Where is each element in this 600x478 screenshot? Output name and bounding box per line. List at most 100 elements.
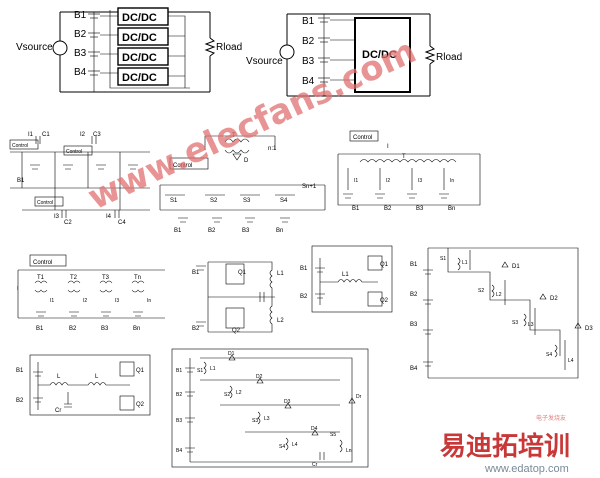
panel-k-frame <box>171 348 369 468</box>
voltage-source-symbol <box>52 40 68 56</box>
current-i3: I3 <box>54 214 60 220</box>
battery-b2-label: B2 <box>74 29 87 40</box>
inductor-l: L <box>57 374 61 380</box>
diode-d3: D3 <box>284 399 291 405</box>
transformer-label: T <box>402 154 406 160</box>
battery-b1-label: B1 <box>36 326 44 332</box>
switch-q1: Q1 <box>380 262 389 268</box>
branch-i2: I2 <box>386 178 390 184</box>
battery-b1-label: B1 <box>302 16 315 27</box>
diode-d1: D1 <box>228 351 235 357</box>
battery-b2-label: B2 <box>300 294 308 300</box>
input-current: I <box>17 286 18 292</box>
transformer-label: T <box>232 133 236 139</box>
capacitor-cr: Cr <box>312 462 318 468</box>
battery-b3-label: B3 <box>101 326 109 332</box>
panel-a-individual-converters: Vsource B1 B2 B3 B4 DC/DC DC/DC DC/DC DC… <box>16 7 242 93</box>
switch-s3: S3 <box>243 198 251 204</box>
battery-b2-label: B2 <box>384 206 392 212</box>
control-box <box>169 157 209 170</box>
inductor-l4: L4 <box>292 442 298 448</box>
turns-ratio-label: n:1 <box>268 146 277 152</box>
switch-s4: S4 <box>279 444 285 450</box>
panel-h-frame <box>311 245 393 313</box>
battery-b3-label: B3 <box>410 322 418 328</box>
switch-q2: Q2 <box>136 402 145 408</box>
primary-current: I <box>387 144 389 150</box>
switch-q2: Q2 <box>232 328 241 334</box>
switch-q1: Q1 <box>238 270 247 276</box>
battery-b3-label: B3 <box>416 206 424 212</box>
switch-s1: S1 <box>440 256 446 262</box>
panel-k-cascaded-resonant: B1 B2 B3 B4 D1 D2 D3 D4 Dr S1 S2 S3 S4 S… <box>171 348 369 468</box>
switch-s3: S3 <box>512 320 518 326</box>
battery-b1-label: B1 <box>176 368 182 374</box>
panel-c-switched-capacitor: Control Control Control I1 C1 I2 C3 B1 I… <box>9 132 150 226</box>
battery-b2-label: B2 <box>16 398 24 404</box>
watermark-cn-brand: 易迪拓培训 <box>440 432 570 462</box>
current-i3: I3 <box>115 298 119 304</box>
diode-d2: D2 <box>550 296 558 302</box>
branch-i3: I3 <box>418 178 422 184</box>
control-label: Control <box>173 163 192 169</box>
battery-b3-label: B3 <box>74 48 87 59</box>
cap-c2: C2 <box>64 220 72 226</box>
diode-d1: D1 <box>512 264 520 270</box>
battery-b2-label: B2 <box>302 36 315 47</box>
current-in: In <box>147 298 151 304</box>
battery-b4-label: B4 <box>74 67 87 78</box>
dcdc-module-4 <box>117 67 169 86</box>
battery-b2-label: B2 <box>176 392 182 398</box>
source-label: Vsource <box>246 56 283 67</box>
control-box <box>29 254 67 267</box>
current-i1: I1 <box>50 298 54 304</box>
source-label: Vsource <box>16 42 53 53</box>
switch-s4: S4 <box>546 352 552 358</box>
watermark-url: www.edatop.com <box>484 463 569 475</box>
current-i2: I2 <box>83 298 87 304</box>
panel-g-dual-inductor-converter: B1 B2 Q1 Q2 L1 L2 <box>192 261 284 334</box>
control-label: Control <box>33 260 52 266</box>
switch-s5: S5 <box>330 432 336 438</box>
inductor-l2: L2 <box>496 292 502 298</box>
panel-e-multi-winding-transformer: Control I T I1 I2 I3 In B1 B2 B3 Bn <box>337 130 481 212</box>
watermark-small-text: 电子发烧友 <box>536 414 566 422</box>
inductor-l1: L1 <box>277 271 284 277</box>
battery-b4-label: B4 <box>176 448 182 454</box>
diode-label: D <box>244 158 249 164</box>
inductor-l1: L1 <box>462 260 468 266</box>
dcdc-label-4: DC/DC <box>122 72 157 84</box>
battery-b1-label: B1 <box>192 270 200 276</box>
dcdc-label-1: DC/DC <box>122 12 157 24</box>
battery-b4-label: B4 <box>302 76 315 87</box>
battery-bn-label: Bn <box>276 228 283 234</box>
inductor-l-2: L <box>95 374 99 380</box>
transformer-t3: T3 <box>102 275 110 281</box>
battery-bn-label: Bn <box>133 326 140 332</box>
diode-d2: D2 <box>256 374 263 380</box>
battery-b3-label: B3 <box>302 56 315 67</box>
battery-b1-label: B1 <box>352 206 360 212</box>
cap-c3: C3 <box>93 132 101 138</box>
cap-c1: C1 <box>42 132 50 138</box>
diode-dr: Dr <box>356 394 362 400</box>
dcdc-module-1 <box>117 7 169 26</box>
transformer-tn: Tn <box>134 275 141 281</box>
control-box <box>63 145 93 156</box>
inductor-l3: L3 <box>264 416 270 422</box>
dcdc-module-2 <box>117 27 169 46</box>
branch-in: In <box>450 178 454 184</box>
switch-s1: S1 <box>197 368 203 374</box>
panel-f-multiple-transformers: Control I T1 T2 T3 Tn I1 I2 I3 In B1 B2 … <box>17 254 165 332</box>
load-resistor <box>424 45 436 65</box>
current-i4: I4 <box>106 214 112 220</box>
control-box <box>9 139 39 150</box>
inductor-l2: L2 <box>277 318 284 324</box>
load-label: Rload <box>216 42 242 53</box>
battery-b2-label: B2 <box>192 326 200 332</box>
inductor-ln: Ln <box>346 448 352 454</box>
inductor-l1: L1 <box>342 272 349 278</box>
panel-d-multi-switch-transformer: Control T n:1 D S1 S2 S3 S4 Sn+1 B1 B2 B… <box>159 133 326 234</box>
capacitor-cr: Cr <box>55 408 61 414</box>
current-i1: I1 <box>28 132 34 138</box>
